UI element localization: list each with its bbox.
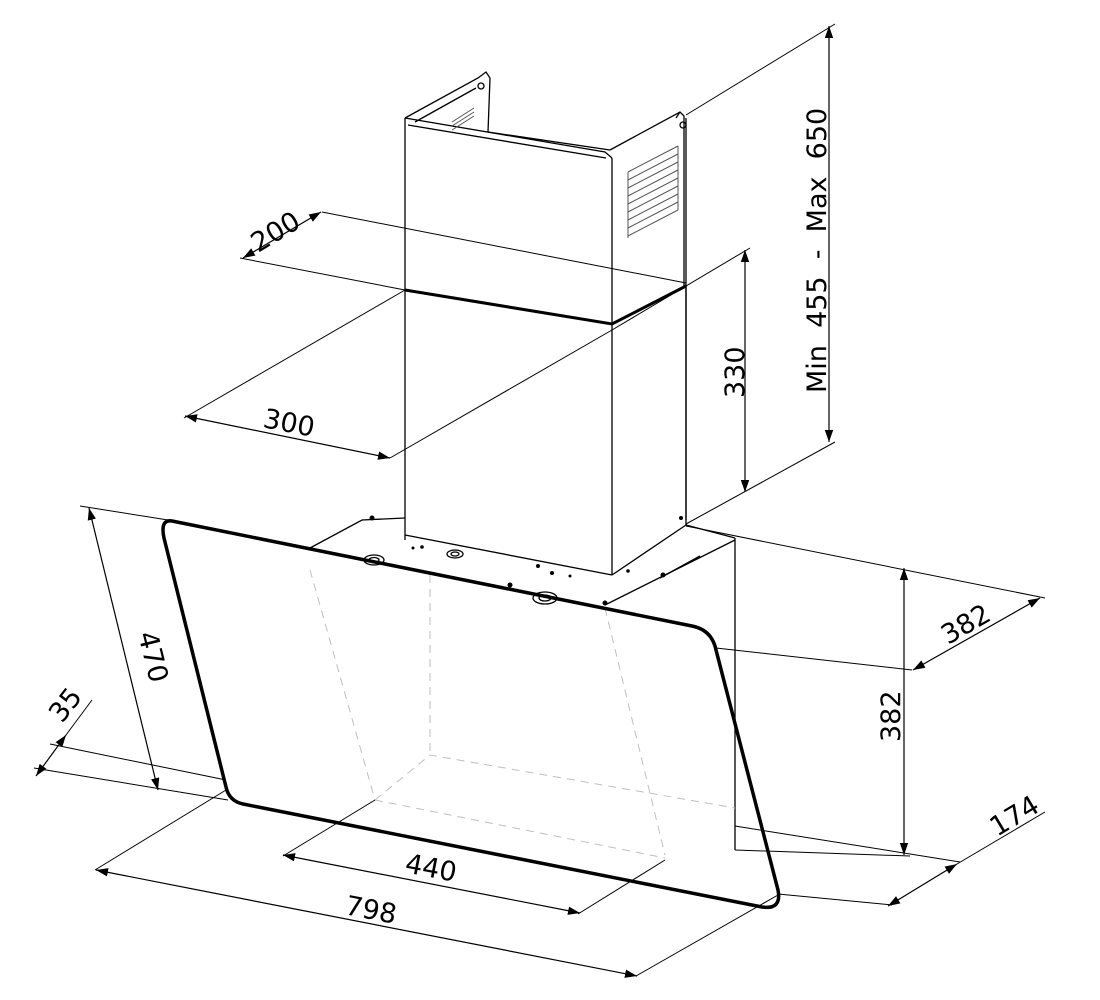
label-glass-height: 470 xyxy=(131,628,174,686)
label-glass-offset: 35 xyxy=(43,682,89,728)
label-chimney-height-range: Min 455 - Max 650 xyxy=(802,108,833,393)
label-depth-bottom: 174 xyxy=(985,790,1045,843)
hood-body xyxy=(309,515,736,850)
hidden-lines xyxy=(309,569,736,859)
label-body-depth: 382 xyxy=(936,598,996,651)
label-inner-width: 440 xyxy=(403,848,460,888)
dimension-labels: Min 455 - Max 650 330 200 300 382 382 17… xyxy=(43,108,1045,931)
glass-panel xyxy=(161,519,781,910)
label-chimney-width: 300 xyxy=(261,403,318,443)
label-overall-width: 798 xyxy=(343,890,400,930)
label-body-height: 382 xyxy=(876,690,907,742)
label-chimney-upper-height: 330 xyxy=(720,346,751,398)
dimension-lines xyxy=(33,23,1046,978)
vent-slots xyxy=(627,145,679,238)
chimney-lower xyxy=(404,284,687,576)
